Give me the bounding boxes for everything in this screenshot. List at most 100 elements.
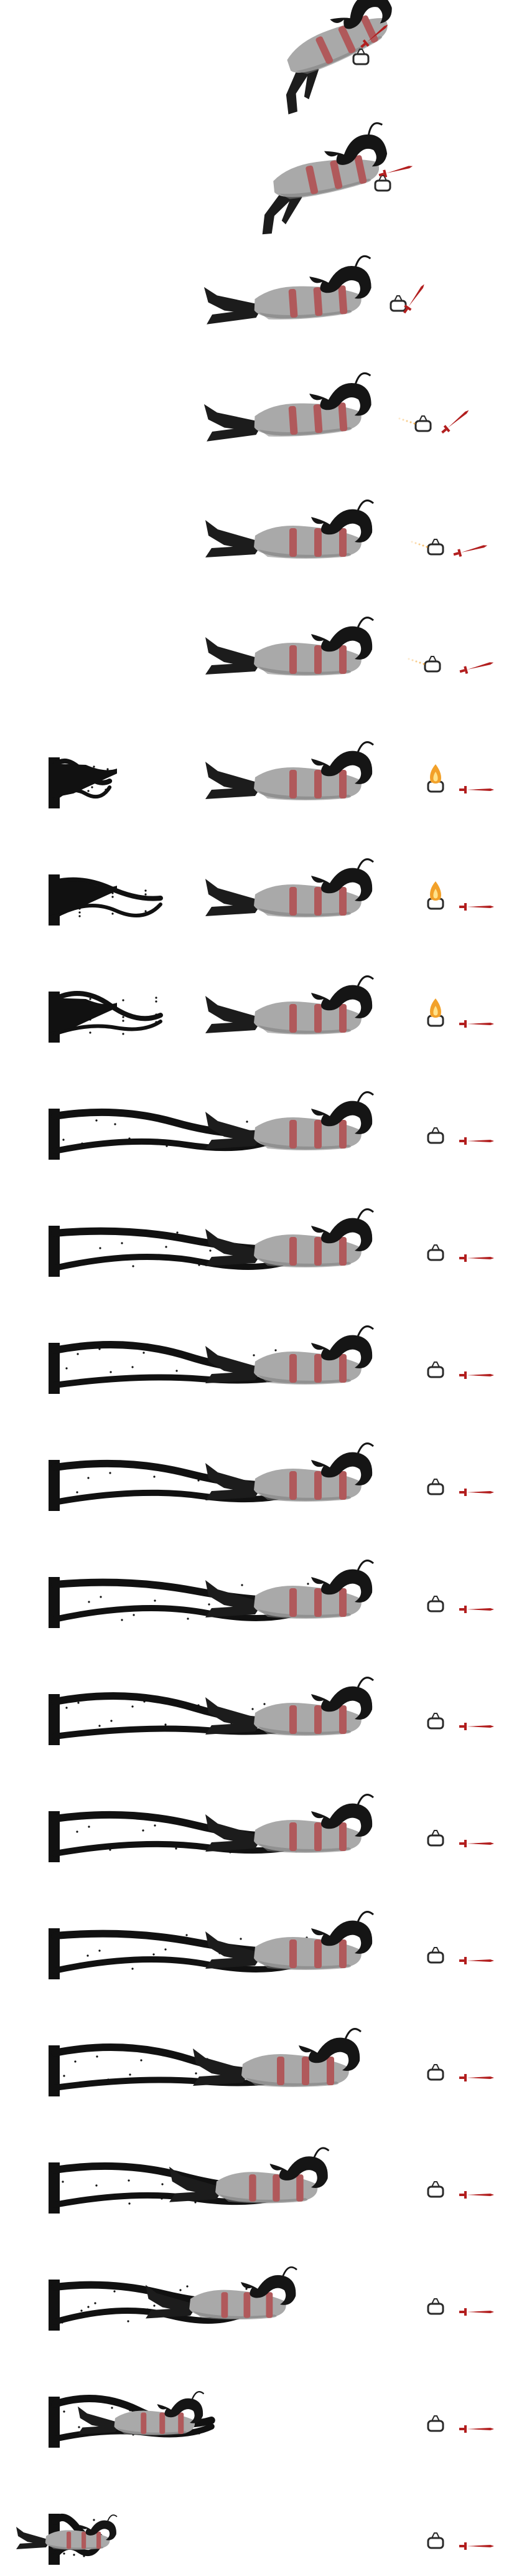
cloak-stripe-2 xyxy=(314,528,322,557)
cloak-stripe-1 xyxy=(277,2057,284,2085)
character-hair xyxy=(311,985,373,1018)
character-legs xyxy=(205,762,261,799)
animation-frame-3 xyxy=(0,234,509,351)
character-hair xyxy=(311,1452,373,1485)
lantern-icon xyxy=(427,2181,444,2198)
character-sprite xyxy=(205,1208,374,1267)
frame-canvas xyxy=(49,1325,494,1394)
character-cloak-shade xyxy=(48,2544,104,2550)
item-props xyxy=(427,1713,494,1730)
character-legs xyxy=(205,1814,261,1852)
character-legs xyxy=(78,2406,120,2435)
character-hair xyxy=(311,1218,373,1251)
frame-canvas xyxy=(203,372,469,442)
character-hair xyxy=(324,134,388,167)
cloak-stripe-3 xyxy=(327,2057,334,2085)
cloak-stripe-2 xyxy=(313,404,323,433)
frame-canvas xyxy=(49,2147,494,2214)
flame-icon xyxy=(430,998,441,1018)
cloak-stripe-3 xyxy=(354,155,367,184)
cloak-stripe-3 xyxy=(339,1822,347,1851)
shadow-tendril xyxy=(49,991,163,1043)
character-sprite xyxy=(205,1091,374,1150)
dagger-icon xyxy=(403,284,424,314)
frame-canvas xyxy=(49,2391,494,2448)
character-sprite xyxy=(286,0,392,115)
character-cloak xyxy=(273,159,380,197)
character-hair xyxy=(311,1335,373,1368)
cloak-stripe-2 xyxy=(330,160,343,189)
frame-canvas xyxy=(16,2513,494,2565)
spark-trail xyxy=(411,541,428,548)
character-sprite xyxy=(203,255,371,324)
character-hair xyxy=(80,2520,116,2540)
cloak-stripe-3 xyxy=(296,2174,304,2202)
character-cloak xyxy=(254,286,362,319)
frame-canvas xyxy=(49,1208,494,1277)
cloak-stripe-1 xyxy=(289,645,297,674)
character-hair-strand xyxy=(354,372,371,385)
cloak-stripe-1 xyxy=(315,36,334,64)
cloak-stripe-3 xyxy=(339,1120,347,1148)
character-hair xyxy=(311,626,373,660)
item-props xyxy=(352,24,388,65)
shadow-tendril xyxy=(49,757,117,808)
animation-frame-22 xyxy=(0,2459,509,2576)
lantern-icon xyxy=(427,1830,444,1847)
character-legs xyxy=(205,637,261,675)
character-sprite xyxy=(205,1442,374,1502)
character-legs xyxy=(203,286,262,324)
dagger-icon xyxy=(459,2191,494,2199)
character-legs xyxy=(205,1931,261,1969)
cloak-stripe-3 xyxy=(339,645,347,674)
cloak-stripe-3 xyxy=(339,887,347,916)
cloak-stripe-2 xyxy=(243,2292,251,2318)
dagger-icon xyxy=(459,1606,494,1613)
dagger-icon xyxy=(459,1137,494,1145)
character-hair-strand xyxy=(344,2028,362,2040)
spark-trail xyxy=(408,658,425,665)
cloak-stripe-2 xyxy=(314,1120,322,1148)
frame-canvas xyxy=(49,1794,494,1862)
animation-frame-19 xyxy=(0,2108,509,2225)
item-props xyxy=(408,656,494,675)
item-props xyxy=(427,2532,494,2550)
cloak-stripe-3 xyxy=(339,770,347,798)
dagger-icon xyxy=(459,2308,494,2316)
lantern-icon xyxy=(427,2064,444,2081)
character-cloak-shade xyxy=(258,791,351,800)
shadow-tendril xyxy=(49,874,163,926)
character-legs xyxy=(205,1463,261,1500)
character-cloak-shade xyxy=(258,1025,351,1035)
dagger-icon xyxy=(453,545,488,557)
character-cloak-shade xyxy=(258,908,351,917)
animation-frame-5 xyxy=(0,468,509,585)
character-cloak-shade xyxy=(258,1492,351,1502)
frame-canvas xyxy=(49,1911,494,1979)
lantern-icon xyxy=(352,49,370,65)
cloak-stripe-1 xyxy=(289,1354,297,1383)
item-props xyxy=(411,539,488,557)
item-props xyxy=(427,1596,494,1613)
frame-canvas xyxy=(262,122,413,235)
character-legs xyxy=(193,2048,249,2086)
animation-frame-6 xyxy=(0,585,509,703)
frame-canvas xyxy=(203,255,424,324)
animation-frame-2 xyxy=(0,117,509,235)
item-props xyxy=(398,410,469,434)
character-legs xyxy=(205,879,261,916)
character-hair-strand xyxy=(357,1325,374,1337)
item-props xyxy=(427,1127,494,1145)
character-cloak-shade xyxy=(258,1844,351,1853)
character-legs xyxy=(205,1697,261,1735)
character-hair-strand xyxy=(367,122,383,136)
character-cloak xyxy=(287,17,388,73)
item-props xyxy=(427,2298,494,2316)
spark-trail xyxy=(398,417,416,425)
cloak-stripe-1 xyxy=(288,405,298,435)
character-cloak-shade xyxy=(258,1609,351,1619)
item-props xyxy=(427,2064,494,2081)
lantern-icon xyxy=(427,1596,444,1612)
dagger-icon xyxy=(459,903,494,911)
cloak-stripe-3 xyxy=(339,1237,347,1266)
